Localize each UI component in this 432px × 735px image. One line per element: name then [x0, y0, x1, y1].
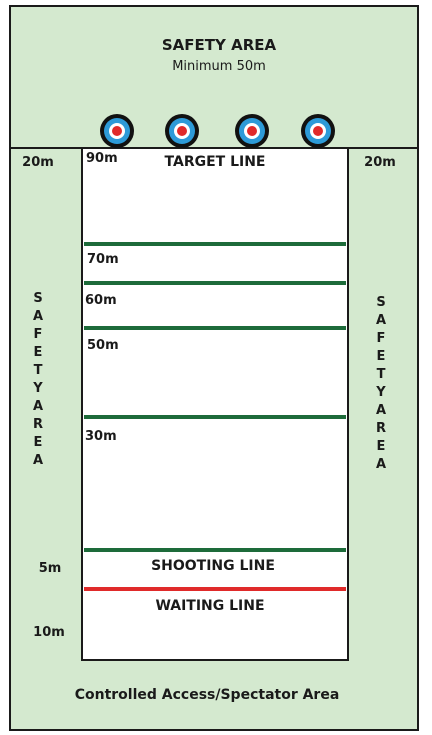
left-letter: Y [32, 381, 43, 396]
right-letter: R [376, 421, 386, 436]
top-safety-title: SAFETY AREA [162, 36, 277, 54]
target-2 [165, 114, 199, 148]
range-field [81, 147, 349, 661]
left-letter: A [33, 453, 43, 468]
left-letter: E [34, 435, 43, 450]
right-letter: F [377, 331, 386, 346]
left-width-label: 20m [22, 155, 54, 170]
left-letter: T [34, 363, 43, 378]
target-1 [100, 114, 134, 148]
target-line-label: TARGET LINE [165, 154, 266, 170]
waiting-gap-label: 10m [33, 625, 65, 640]
right-safety-letters: S A F E T Y A R E A [375, 295, 386, 472]
shooting-gap-label: 5m [39, 561, 62, 576]
target-3 [235, 114, 269, 148]
distance-70m-label: 70m [87, 252, 119, 267]
right-letter: E [377, 439, 386, 454]
right-letter: A [376, 457, 386, 472]
spectator-area-label: Controlled Access/Spectator Area [75, 687, 340, 703]
left-letter: F [34, 327, 43, 342]
waiting-line-label: WAITING LINE [155, 598, 264, 614]
left-letter: A [33, 399, 43, 414]
left-letter: A [33, 309, 43, 324]
right-width-label: 20m [364, 155, 396, 170]
distance-50m-label: 50m [87, 338, 119, 353]
shooting-line-label: SHOOTING LINE [151, 558, 275, 574]
right-letter: E [377, 349, 386, 364]
right-letter: Y [375, 385, 386, 400]
target-4 [301, 114, 335, 148]
distance-60m-label: 60m [85, 293, 117, 308]
top-safety-subtitle: Minimum 50m [172, 59, 266, 74]
left-safety-letters: S A F E T Y A R E A [32, 291, 43, 468]
distance-30m-label: 30m [85, 429, 117, 444]
right-letter: T [377, 367, 386, 382]
right-letter: S [376, 295, 385, 310]
right-letter: A [376, 313, 386, 328]
left-letter: E [34, 345, 43, 360]
left-letter: S [33, 291, 42, 306]
right-letter: A [376, 403, 386, 418]
left-letter: R [33, 417, 43, 432]
distance-90m-label: 90m [86, 151, 118, 166]
